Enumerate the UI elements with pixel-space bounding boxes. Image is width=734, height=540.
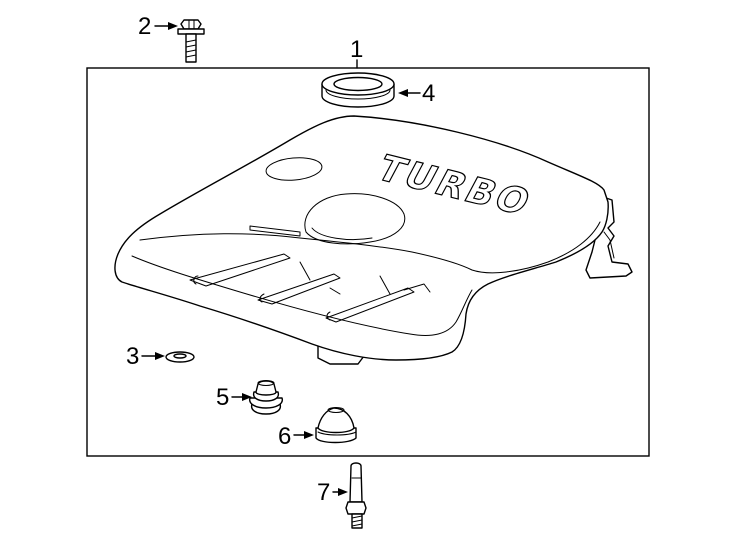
callout-3[interactable]: 3 (126, 343, 165, 370)
part-3-washer[interactable] (165, 351, 195, 363)
callout-5-arrow (242, 393, 252, 401)
part-1-engine-cover[interactable]: TURBO (114, 115, 633, 365)
callout-2-arrow (168, 22, 178, 30)
callout-1-label: 1 (350, 36, 363, 63)
part-4-grommet[interactable] (321, 72, 395, 108)
callout-2[interactable]: 2 (138, 13, 178, 40)
callout-4-arrow (398, 89, 408, 97)
callout-7-arrow (338, 488, 348, 496)
callout-5[interactable]: 5 (216, 384, 252, 411)
part-5-bellows-grommet[interactable] (249, 380, 283, 415)
callout-2-label: 2 (138, 13, 151, 40)
callout-4[interactable]: 4 (398, 80, 435, 107)
callout-7[interactable]: 7 (317, 479, 348, 506)
part-6-insulator[interactable] (315, 407, 357, 444)
part-7-stud[interactable] (345, 462, 367, 529)
callout-6-label: 6 (278, 423, 291, 450)
callout-5-label: 5 (216, 384, 229, 411)
callout-1[interactable]: 1 (350, 36, 363, 69)
callout-3-label: 3 (126, 343, 139, 370)
cover-top-oval (265, 157, 323, 181)
callout-7-label: 7 (317, 479, 330, 506)
callout-3-arrow (155, 352, 165, 360)
callout-6-arrow (304, 431, 314, 439)
callout-6[interactable]: 6 (278, 423, 314, 450)
part-2-bolt[interactable] (177, 19, 205, 63)
callout-4-label: 4 (422, 80, 435, 107)
assembly-frame (86, 67, 650, 457)
cover-filler-opening (304, 193, 406, 245)
